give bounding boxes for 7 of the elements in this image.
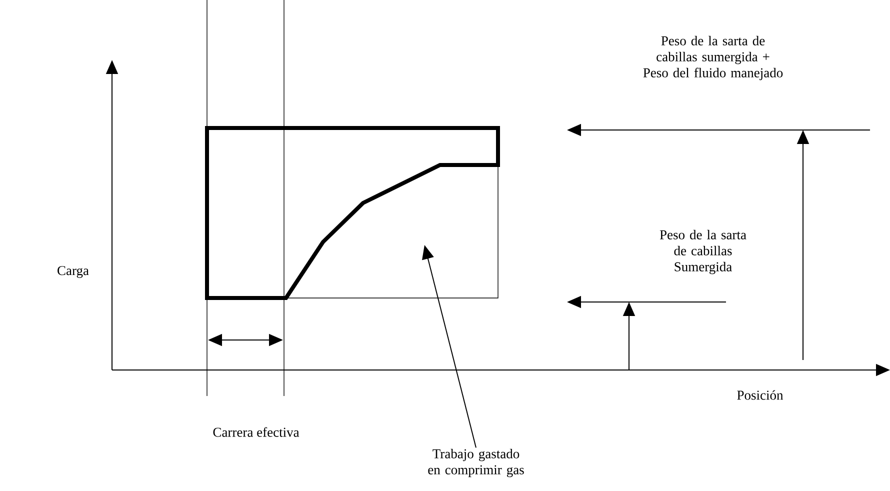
diagram-area — [205, 126, 500, 300]
axis-label: Carga — [58, 266, 89, 278]
annotation-text: Peso de la sarta de cabillas sumergida + Peso del fluido manejado — [643, 36, 783, 80]
axis-label: Posición — [737, 390, 784, 400]
annotation-text: Carrera efectiva — [213, 427, 300, 437]
leader-text: Trabajo gastado en comprimir gas — [428, 448, 524, 478]
annotation-text: Peso de la sarta de cabillas Sumergida — [660, 230, 746, 274]
